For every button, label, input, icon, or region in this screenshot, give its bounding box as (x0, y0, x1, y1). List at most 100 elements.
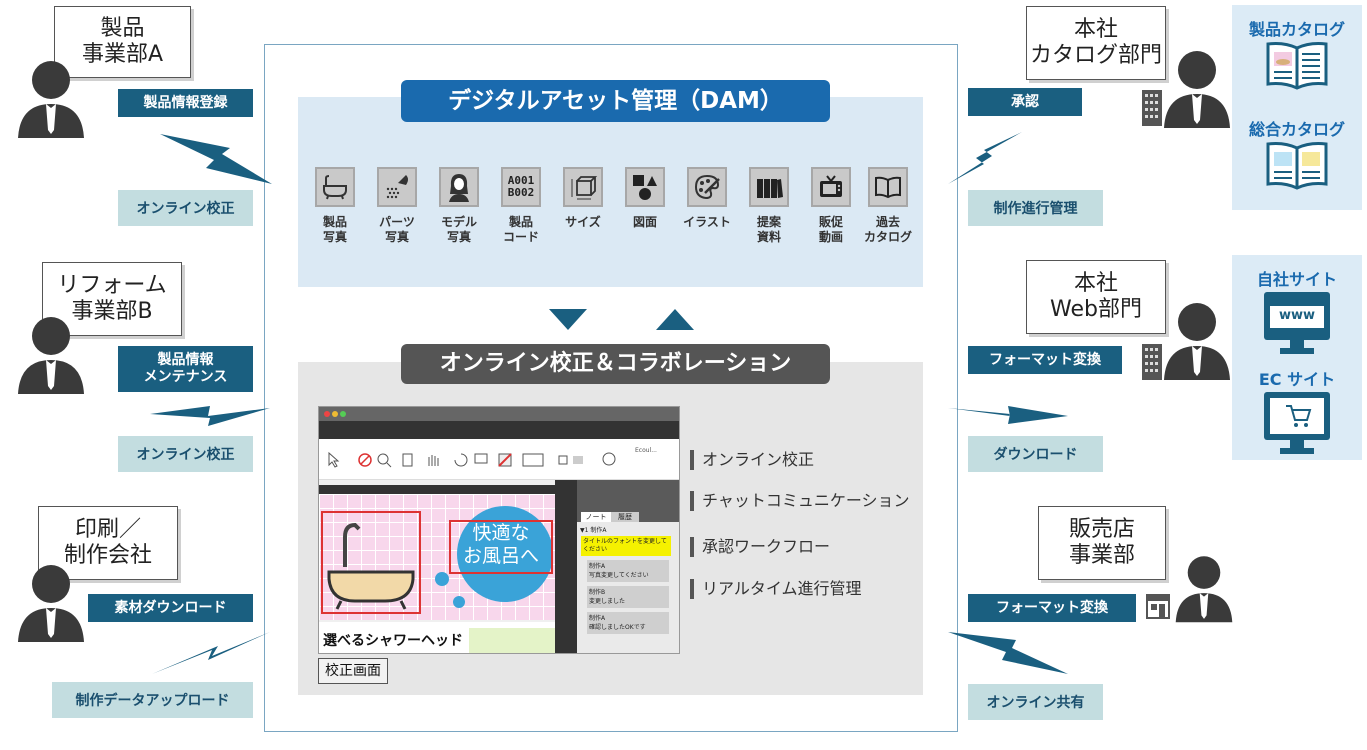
person-icon (18, 61, 84, 138)
action-material-download: 素材ダウンロード (88, 594, 253, 622)
asset-label: イラスト (683, 215, 731, 229)
tab-history[interactable]: 履歴 (611, 512, 639, 522)
person-icon (1175, 556, 1233, 623)
actor-store-division: 販売店 事業部 (1038, 506, 1166, 580)
canvas-top-edge (319, 485, 577, 494)
asset-label: 過去 カタログ (863, 215, 912, 244)
building-icon (1142, 90, 1162, 126)
code-line-1: A001 (507, 174, 535, 187)
flow-download: ダウンロード (968, 436, 1103, 472)
www-label: www (1278, 308, 1316, 323)
asset-label: 提案 資料 (756, 215, 781, 244)
asset-label: 図面 (632, 215, 657, 229)
headline-line-1: 快適な (472, 522, 530, 544)
asset-label: モデル 写真 (440, 215, 477, 244)
bathtub-icon (315, 167, 355, 207)
building-icon (1142, 344, 1162, 380)
tab-note[interactable]: ノート (581, 512, 611, 522)
open-book-icon (868, 167, 908, 207)
model-icon (439, 167, 479, 207)
shop-icon (1146, 594, 1170, 619)
shower-icon (377, 167, 417, 207)
toolbar: Ecoul... (319, 439, 679, 480)
proofing-screen: Ecoul... 快適な お風呂へ 選べるシャワーヘッド ノート 履歴 ▼ (318, 406, 680, 654)
lightning-arrow-icon (948, 632, 1068, 674)
close-dot-icon[interactable] (324, 411, 330, 417)
asset-label: 製品 写真 (322, 215, 347, 244)
feature-online-proofing: オンライン校正 (690, 450, 814, 470)
person-icon (1164, 303, 1230, 380)
drawing-shapes-icon (625, 167, 665, 207)
asset-label: 販促 動画 (818, 215, 843, 244)
toolbar-info: Ecoul... (635, 447, 657, 454)
note-highlight[interactable]: タイトルのフォントを変更してください (581, 536, 671, 556)
code-line-2: B002 (507, 186, 535, 199)
catalog-book-icon (1266, 42, 1328, 90)
note-item[interactable]: 制作A 確認しましたOKです (587, 612, 669, 634)
note-text: 写真変更してください (589, 572, 649, 579)
note-author: 制作A (589, 615, 606, 622)
own-site-title: 自社サイト (1256, 270, 1337, 289)
tv-icon (811, 167, 851, 207)
caption-area: 選べるシャワーヘッド (319, 622, 555, 653)
feature-chat: チャットコミュニケーション (690, 491, 910, 511)
minimize-dot-icon[interactable] (332, 411, 338, 417)
person-icon (18, 565, 84, 642)
actor-product-division-a: 製品 事業部A (54, 6, 191, 78)
product-code-icon: A001 B002 (501, 167, 541, 207)
person-icon (18, 317, 84, 394)
note-text: 確認しましたOKです (589, 624, 646, 631)
flow-production-data-upload: 制作データアップロード (52, 682, 253, 718)
monitor-www-icon (1264, 292, 1330, 354)
collab-title: オンライン校正＆コラボレーション (401, 344, 830, 384)
action-approval: 承認 (968, 88, 1082, 116)
catalog-book-icon (1266, 142, 1328, 190)
flow-production-progress: 制作進行管理 (968, 190, 1103, 226)
general-catalog-title: 総合カタログ (1248, 120, 1345, 139)
bathtub-photo-icon (327, 522, 415, 610)
asset-product-code: A001 B002 製品 コード (495, 167, 547, 245)
person-icon (1164, 51, 1230, 128)
size-cube-icon (563, 167, 603, 207)
lightning-arrow-icon (948, 132, 1022, 184)
bubble-dot (453, 596, 465, 608)
caption-text: 選べるシャワーヘッド (323, 633, 463, 649)
flow-online-proofing: オンライン校正 (118, 190, 253, 226)
actor-hq-web-dept: 本社 Web部門 (1026, 260, 1166, 334)
asset-label: 製品 コード (502, 215, 539, 244)
actor-print-production-company: 印刷／ 制作会社 (38, 506, 178, 580)
binders-icon (749, 167, 789, 207)
arrow-down-icon (549, 309, 587, 330)
maximize-dot-icon[interactable] (340, 411, 346, 417)
monitor-cart-icon (1264, 392, 1330, 454)
flow-online-proofing: オンライン校正 (118, 436, 253, 472)
headline-annotation[interactable]: 快適な お風呂へ (449, 520, 553, 574)
proofing-screen-label: 校正画面 (318, 658, 388, 684)
note-author: 制作B (589, 589, 606, 596)
palette-icon (687, 167, 727, 207)
note-header: ▼1 制作A (580, 527, 607, 534)
shower-photo (469, 628, 555, 653)
asset-label: パーツ 写真 (379, 215, 415, 244)
note-item[interactable]: 制作A 写真変更してください (587, 560, 669, 582)
product-catalog-title: 製品カタログ (1248, 20, 1345, 39)
toolbar-tools-icon[interactable] (325, 451, 625, 469)
note-item[interactable]: 制作B 変更しました (587, 586, 669, 608)
annotation-box[interactable] (321, 511, 421, 614)
arrow-up-icon (656, 309, 694, 330)
lightning-arrow-icon (160, 134, 272, 184)
asset-promo-video: 販促 動画 (805, 167, 857, 245)
menu-bar (319, 421, 679, 439)
action-product-info-register: 製品情報登録 (118, 89, 253, 117)
headline-line-2: お風呂へ (462, 545, 539, 567)
window-titlebar (319, 407, 679, 421)
asset-label: サイズ (565, 215, 601, 229)
note-list: ▼1 制作A タイトルのフォントを変更してください 制作A 写真変更してください… (577, 522, 679, 653)
asset-illust: イラスト (681, 167, 733, 230)
headline-bubble (457, 506, 553, 602)
asset-product-photo: 製品 写真 (309, 167, 361, 245)
asset-drawing: 図面 (619, 167, 671, 230)
asset-size: サイズ (557, 167, 609, 230)
lightning-arrow-icon (152, 632, 270, 674)
canvas-edge (555, 480, 577, 653)
